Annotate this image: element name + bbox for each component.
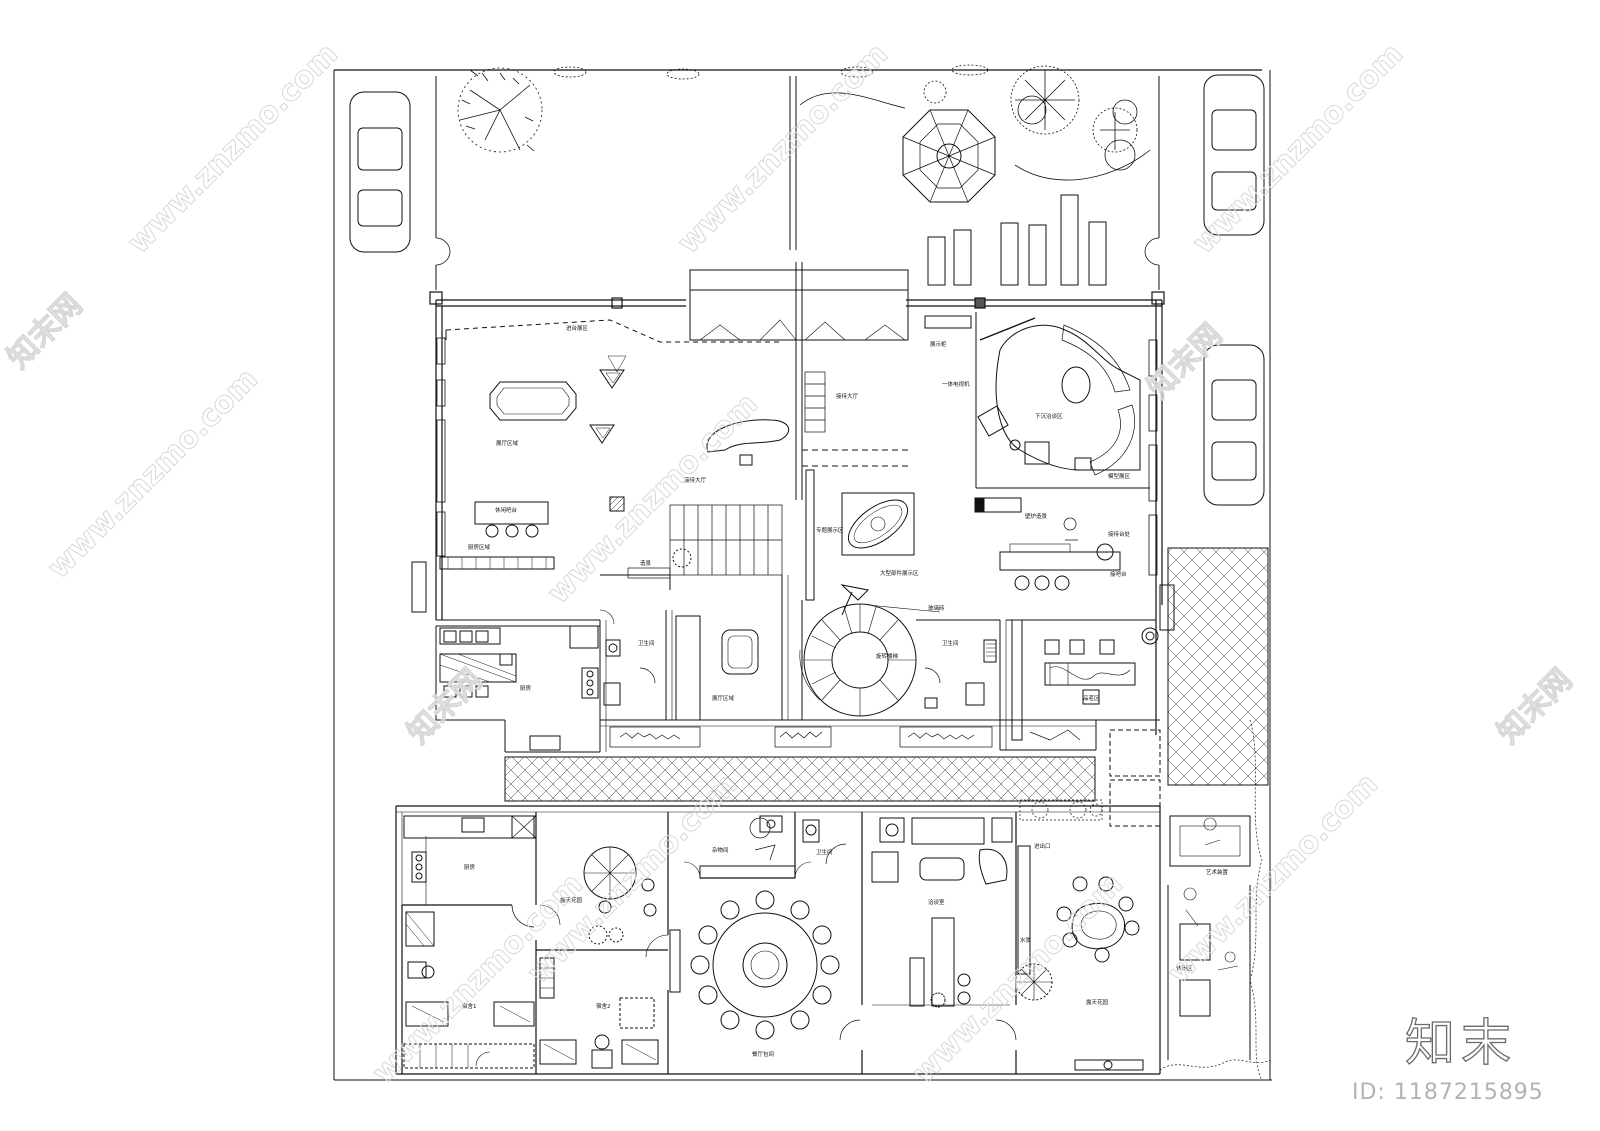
- label-toilet-right: 卫生间: [942, 639, 959, 647]
- upper-interior-walls: [445, 312, 1150, 500]
- label-reception-hall-small: 接待大厅: [684, 476, 707, 484]
- toilet-right: [924, 639, 997, 709]
- middle-band-walls: [411, 561, 1175, 753]
- outdoor-garden-right: [1056, 876, 1144, 1071]
- planter-boxes: [609, 726, 993, 748]
- small-stair-top: [804, 371, 826, 433]
- fireplace-dark: [974, 497, 985, 513]
- label-tea-room: 洽谈室: [928, 898, 945, 906]
- label-leisure-area: 休闲区: [1176, 964, 1193, 972]
- label-kitchen-area-top: 厨房区域: [468, 543, 491, 551]
- window-strips: [436, 337, 1158, 576]
- label-media-wall: 一体电视机: [942, 380, 970, 388]
- label-product-area: 品茗区: [1083, 694, 1100, 702]
- label-entry: 进出口: [1034, 842, 1051, 850]
- label-kitchen: 厨房: [520, 684, 532, 692]
- door-swings: [539, 609, 812, 958]
- label-storage: 杂物间: [712, 846, 729, 854]
- stepping-stones: [927, 194, 1107, 286]
- image-id-text: ID: 1187215895: [1352, 1080, 1544, 1105]
- upper-building-walls: [429, 291, 1165, 735]
- label-toilet-left: 卫生间: [638, 639, 655, 647]
- label-model-area: 模型展区: [1108, 472, 1131, 480]
- label-art-frame: 艺术装置: [1206, 868, 1229, 876]
- landscape-planter-left: [627, 567, 671, 579]
- label-reception-hall: 接待大厅: [836, 392, 859, 400]
- bar-counter: [474, 501, 549, 538]
- brand-logo: 知末: [1404, 1013, 1517, 1072]
- label-bar-counter: 休闲吧台: [495, 506, 518, 514]
- label-sunken-lounge: 下沉洽谈区: [1035, 412, 1063, 420]
- tree-top-left: [457, 67, 543, 153]
- lower-kitchen: [403, 815, 537, 905]
- bedroom1-furniture: [403, 911, 535, 1069]
- media-wall: [924, 315, 972, 329]
- herringbone-side-path: [1167, 547, 1269, 786]
- label-bedroom1: 宿舍1: [462, 1002, 477, 1010]
- kitchen-left: [439, 625, 599, 751]
- label-outdoor-garden-right: 露天花园: [1086, 998, 1109, 1006]
- sunken-lounge: [977, 317, 1141, 476]
- tea-room-furniture: [871, 817, 1017, 1008]
- label-hall-area: 展厅区域: [496, 439, 519, 447]
- conference-table: [489, 381, 577, 421]
- gate-left: [435, 237, 451, 266]
- gate-right: [1144, 237, 1160, 266]
- display-triangles: [589, 355, 627, 444]
- herringbone-corridor: [504, 756, 1096, 802]
- car-right-top: [1203, 74, 1265, 236]
- label-tea-display: 进台展区: [566, 324, 589, 332]
- label-dining-room: 餐厅包间: [752, 1050, 774, 1058]
- display-wall-left: [805, 469, 815, 601]
- label-fireplace: 壁炉造景: [1025, 512, 1048, 520]
- leisure-area: [1167, 815, 1251, 1060]
- right-hedge: [1159, 719, 1271, 1081]
- label-water-feature: 水景: [1020, 936, 1032, 944]
- entry-planters: [1019, 799, 1103, 821]
- label-special-display: 专题展示区: [816, 526, 844, 534]
- reception-desk: [706, 419, 790, 466]
- label-outdoor-garden: 露天花园: [560, 896, 583, 904]
- label-landscape: 造景: [640, 559, 652, 567]
- pavilion: [902, 109, 996, 203]
- reception-counter-right: [999, 517, 1121, 591]
- car-left: [349, 91, 411, 253]
- label-large-component: 大型部件展示区: [880, 569, 919, 577]
- room-labels: 进台展区 展厅区域 休闲吧台 厨房区域 造景 接待大厅 展示柜 接待大厅 一体电…: [462, 324, 1229, 1058]
- lower-garden: [511, 846, 657, 945]
- side-entry-platform: [1109, 729, 1161, 827]
- hall-bottom-display: [675, 615, 759, 721]
- storage-room: [699, 815, 796, 879]
- label-spiral-stair: 旋转楼梯: [876, 652, 899, 660]
- fan-sculpture: [840, 584, 870, 616]
- straight-stair: [669, 504, 783, 576]
- water-feature: [1015, 845, 1053, 1001]
- entrance-vestibule: [689, 262, 909, 341]
- toilet-left: [603, 639, 656, 706]
- shrub-row-top: [553, 64, 989, 104]
- site-boundary: [333, 69, 1272, 1081]
- tree-top-right: [1010, 65, 1138, 171]
- dining-table: [669, 890, 1017, 1041]
- toilet-lower: [802, 819, 847, 865]
- label-glass-brick: 玻璃砖: [928, 604, 945, 612]
- product-area: [1011, 619, 1159, 741]
- car-right-bottom: [1203, 344, 1265, 506]
- kitchen-counter-top: [439, 556, 555, 570]
- plant-left: [672, 548, 692, 568]
- label-bedroom2: 宿舍2: [596, 1002, 611, 1010]
- label-bar: 接吧台: [1110, 570, 1127, 578]
- label-toilet-lower: 卫生间: [816, 848, 833, 856]
- label-reception-counter: 接待台处: [1108, 530, 1131, 538]
- garden-path-curve: [799, 92, 906, 109]
- hatched-column: [609, 496, 625, 512]
- bedroom2-furniture: [539, 957, 659, 1069]
- label-display-cabinet: 展示柜: [930, 340, 947, 348]
- garden-pond-curve: [1014, 149, 1151, 181]
- center-exhibit-platform: [841, 492, 915, 556]
- label-kitchen-lower: 厨房: [464, 863, 476, 871]
- label-hall-bottom: 展厅区域: [712, 694, 735, 702]
- spiral-stair: [799, 603, 941, 717]
